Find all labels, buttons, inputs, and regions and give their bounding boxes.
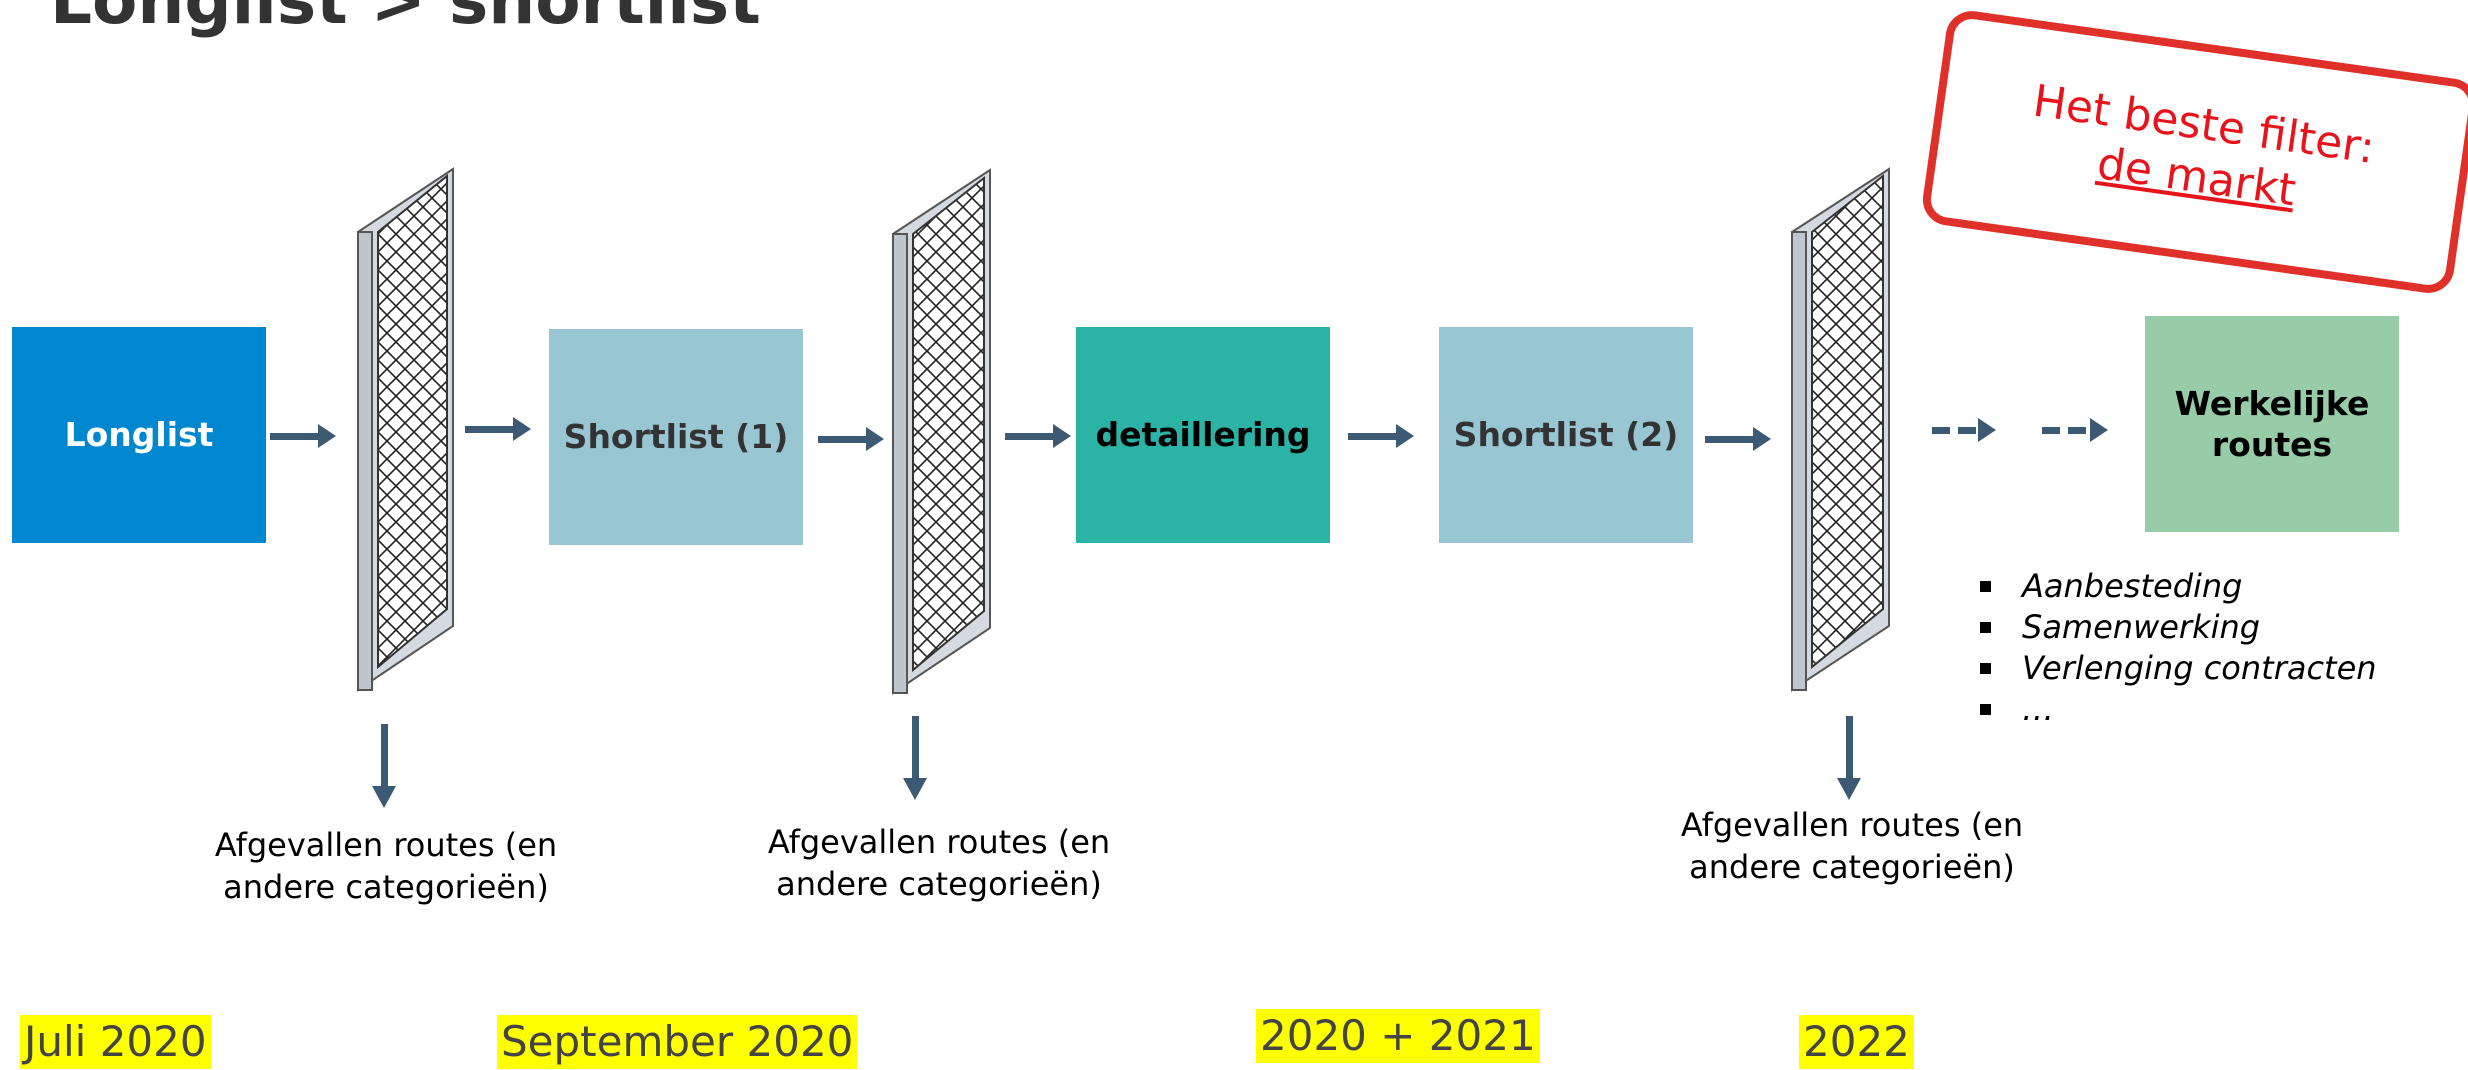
arrow-right-icon — [1005, 424, 1071, 448]
arrow-right-icon — [1348, 424, 1414, 448]
filter-3-caption: Afgevallen routes (en andere categorieën… — [1680, 806, 2024, 886]
filter-sieve-icon — [357, 167, 454, 692]
slide-title: Longlist > shortlist — [50, 0, 761, 39]
filter-sieve-icon — [892, 168, 991, 695]
detaillering-label: detaillering — [1095, 415, 1311, 455]
arrow-right-icon — [465, 417, 531, 441]
shortlist-1-box: Shortlist (1) — [549, 329, 803, 545]
date-label: 2022 — [1799, 1015, 1914, 1069]
longlist-label: Longlist — [64, 415, 214, 455]
shortlist-2-box: Shortlist (2) — [1439, 327, 1693, 543]
arrow-down-icon — [903, 716, 927, 800]
dashed-arrow-icon — [1932, 418, 1996, 442]
shortlist-1-label: Shortlist (1) — [563, 417, 789, 457]
date-label: September 2020 — [497, 1015, 858, 1069]
bullet-item: … — [1980, 689, 2377, 730]
bullet-item: Aanbesteding — [1980, 566, 2377, 607]
detaillering-box: detaillering — [1076, 327, 1330, 543]
bullet-item: Verlenging contracten — [1980, 648, 2377, 689]
arrow-right-icon — [270, 424, 336, 448]
date-label: 2020 + 2021 — [1256, 1009, 1540, 1063]
outcome-bullet-list: Aanbesteding Samenwerking Verlenging con… — [1980, 566, 2377, 730]
arrow-down-icon — [372, 724, 396, 808]
filter-2-caption: Afgevallen routes (en andere categorieën… — [767, 823, 1111, 903]
werkelijke-routes-label: Werkelijke routes — [2174, 383, 2370, 464]
werkelijke-routes-box: Werkelijke routes — [2145, 316, 2399, 532]
shortlist-2-label: Shortlist (2) — [1453, 415, 1679, 455]
dashed-arrow-icon — [2042, 418, 2108, 442]
filter-1-caption: Afgevallen routes (en andere categorieën… — [214, 826, 558, 906]
arrow-right-icon — [1705, 427, 1771, 451]
filter-sieve-icon — [1791, 167, 1890, 692]
longlist-box: Longlist — [12, 327, 266, 543]
date-label: Juli 2020 — [20, 1015, 211, 1069]
arrow-right-icon — [818, 427, 884, 451]
bullet-item: Samenwerking — [1980, 607, 2377, 648]
arrow-down-icon — [1837, 716, 1861, 800]
